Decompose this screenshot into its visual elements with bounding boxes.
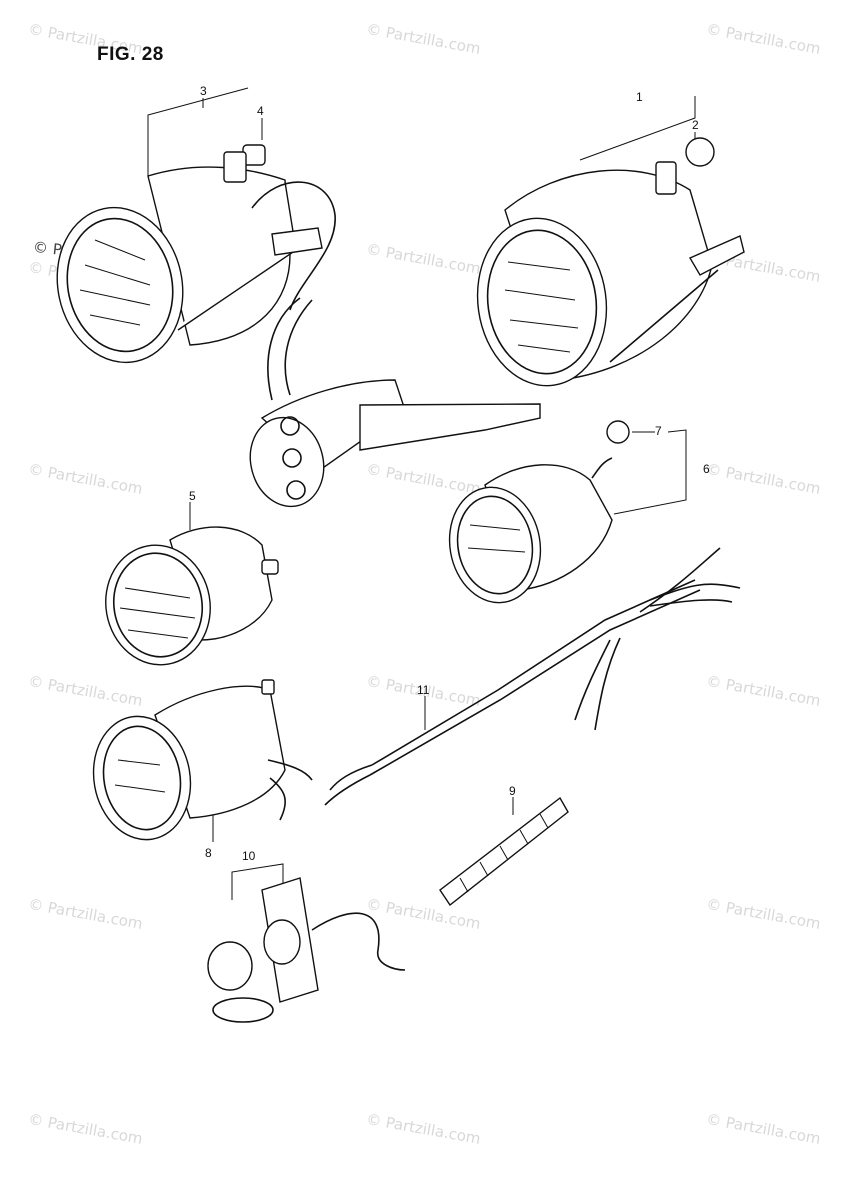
spiral-tube bbox=[439, 796, 569, 907]
callout-8: 8 bbox=[205, 846, 212, 860]
callout-5: 5 bbox=[189, 489, 196, 503]
callout-10: 10 bbox=[242, 849, 256, 863]
callout-7: 7 bbox=[655, 424, 662, 438]
callout-6: 6 bbox=[703, 462, 710, 476]
gauge-8 bbox=[92, 679, 313, 841]
tachometer-gauge bbox=[476, 137, 745, 387]
callout-3: 3 bbox=[200, 84, 207, 98]
callout-4: 4 bbox=[257, 104, 264, 118]
leader-lines bbox=[147, 87, 696, 900]
callout-11: 11 bbox=[417, 683, 430, 697]
gauge-6 bbox=[448, 420, 630, 604]
figure-title: FIG. 28 bbox=[97, 44, 164, 65]
callout-2: 2 bbox=[692, 118, 699, 132]
wire-harness bbox=[324, 547, 741, 806]
cable-housing bbox=[249, 297, 541, 508]
gauge-5 bbox=[105, 526, 279, 666]
callout-1: 1 bbox=[636, 90, 643, 104]
switch-assembly bbox=[207, 877, 406, 1023]
callout-9: 9 bbox=[509, 784, 516, 798]
speedometer-gauge bbox=[56, 144, 336, 364]
